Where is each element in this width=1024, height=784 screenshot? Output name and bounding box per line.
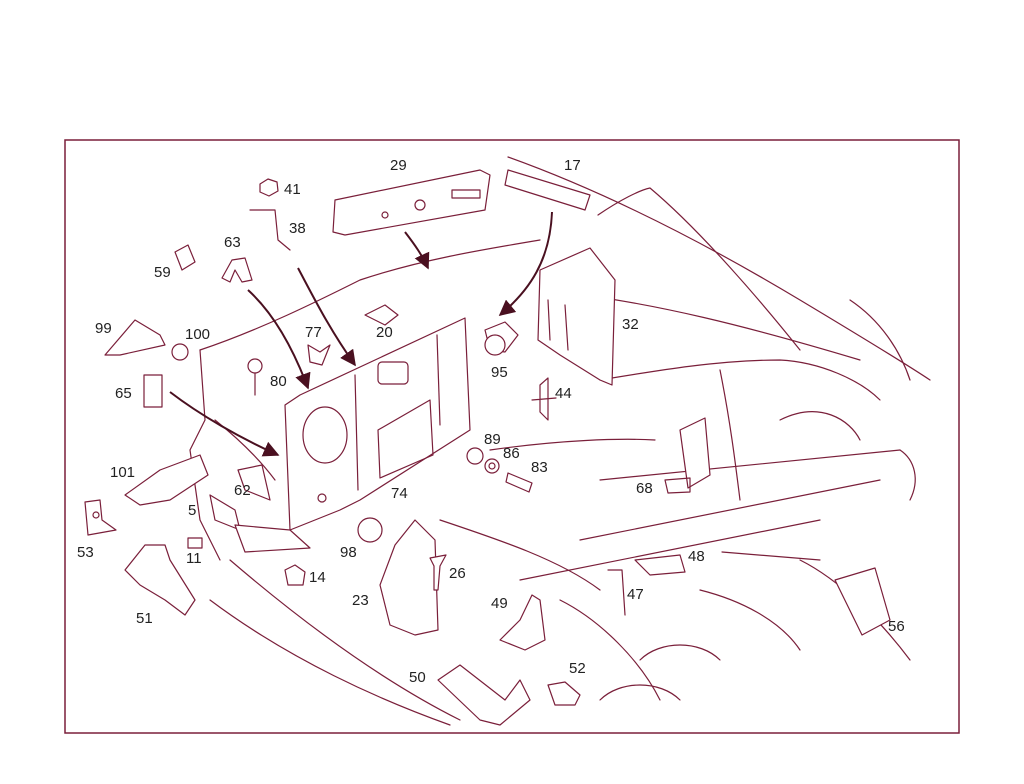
label-56: 56 [888,618,905,635]
label-62: 62 [234,482,251,499]
label-100: 100 [185,326,210,343]
arrow-65 [169,391,280,457]
part-62-bracket [237,464,271,501]
diagram-frame [64,139,960,734]
part-95-grommet [484,321,519,356]
label-29: 29 [390,157,407,174]
part-11-clip [187,537,203,549]
label-99: 99 [95,320,112,337]
label-38: 38 [289,220,306,237]
part-29-cowl [332,169,491,236]
part-26-pin [429,554,447,591]
part-101-housing [124,454,209,506]
arrow-17 [498,211,553,317]
part-48-bracket [634,554,686,576]
label-44: 44 [555,385,572,402]
part-59-clip [174,244,196,271]
part-98-grommet [357,517,383,543]
part-63-clip [221,257,253,283]
label-59: 59 [154,264,171,281]
callout-labels: 29 17 41 38 63 59 32 77 20 99 100 95 80 … [77,157,905,686]
label-65: 65 [115,385,132,402]
label-83: 83 [531,459,548,476]
part-support-bar [234,524,311,553]
part-20-clip [364,304,399,326]
label-98: 98 [340,544,357,561]
part-68-bracket [664,417,711,494]
part-32-panel [537,247,616,386]
label-23: 23 [352,592,369,609]
part-65-block [143,374,163,408]
label-20: 20 [376,324,393,341]
label-80: 80 [270,373,287,390]
label-41: 41 [284,181,301,198]
arrow-63 [247,289,311,390]
firewall-panel [284,317,471,531]
part-100-nut [171,343,189,361]
part-49-bracket [499,594,546,651]
part-56-bracket [834,567,891,636]
label-68: 68 [636,480,653,497]
part-23-bracket [379,519,439,636]
part-99-bracket [104,319,166,356]
body-outline [199,156,931,726]
label-86: 86 [503,445,520,462]
part-83-bolt [505,472,533,493]
label-26: 26 [449,565,466,582]
part-44-bracket [531,377,557,421]
part-14-nut [284,564,306,586]
label-89: 89 [484,431,501,448]
leader-48 [721,551,821,561]
part-80-screw [247,358,263,396]
label-50: 50 [409,669,426,686]
label-11: 11 [186,550,202,567]
label-48: 48 [688,548,705,565]
part-86-washer [484,458,500,474]
label-63: 63 [224,234,241,251]
label-77: 77 [305,324,322,341]
label-32: 32 [622,316,639,333]
label-74: 74 [391,485,408,502]
part-77-clip [307,344,331,366]
arrow-29 [404,231,430,270]
part-53-clip [84,499,117,536]
label-5: 5 [188,502,196,519]
label-14: 14 [309,569,326,586]
label-47: 47 [627,586,644,603]
leader-89 [489,438,656,451]
label-17: 17 [564,157,581,174]
part-41-nut [259,178,279,197]
label-53: 53 [77,544,94,561]
label-95: 95 [491,364,508,381]
part-51-bracket [124,544,196,616]
label-52: 52 [569,660,586,677]
label-101: 101 [110,464,135,481]
part-38-bracket [249,209,291,251]
arrow-38 [297,267,356,367]
part-17-strip [504,169,591,211]
part-50-bracket [437,664,531,726]
part-52-clip [547,681,581,706]
part-47-bracket [607,569,626,616]
label-51: 51 [136,610,153,627]
part-89-nut [466,447,484,465]
label-49: 49 [491,595,508,612]
